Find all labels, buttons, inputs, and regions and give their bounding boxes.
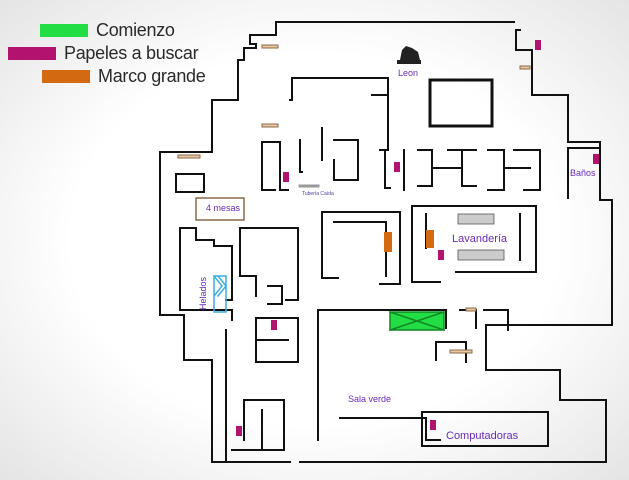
room-label-lavanderia: Lavandería: [452, 233, 508, 245]
legend-item-papeles: Papeles a buscar: [8, 43, 205, 63]
lion-statue-icon: [397, 46, 421, 64]
wall-banos-col: [384, 149, 405, 191]
legend-swatch-orange: [42, 69, 90, 83]
wall-lavanderia: [411, 205, 537, 283]
wall-center-low: [255, 317, 299, 363]
legend-item-marco: Marco grande: [42, 65, 206, 86]
start-zone: [389, 311, 445, 331]
large-frame-marker: [384, 232, 392, 252]
wall-divider: [321, 127, 359, 181]
wall-4mesas: [195, 197, 245, 221]
wall-central-room: [321, 211, 401, 285]
wall-banos: [567, 147, 601, 199]
wall-h-shape-2: [487, 149, 541, 191]
wall-frames: [177, 44, 531, 354]
legend-swatch-magenta: [8, 46, 56, 60]
legend-label: Comienzo: [96, 19, 175, 40]
ice-cream-icon: [212, 274, 227, 313]
room-label-helados: Helados: [198, 276, 208, 310]
wall-room-ne: [428, 78, 494, 128]
wall-small-room: [175, 173, 205, 193]
legend-swatch-green: [40, 23, 88, 37]
wall-room-left: [261, 139, 303, 191]
wall-south-center: [317, 309, 447, 441]
wall-lower-left: [225, 329, 285, 463]
room-label-4-mesas: 4 mesas: [206, 203, 241, 213]
wall-h-shape-1: [417, 149, 477, 187]
legend-item-comienzo: Comienzo: [40, 20, 205, 40]
room-label-banos: Baños: [570, 168, 596, 178]
paper-markers: [236, 40, 599, 436]
room-label-computadoras: Computadoras: [446, 430, 519, 442]
room-label-sala-verde: Sala verde: [348, 394, 392, 404]
legend-label: Marco grande: [98, 65, 206, 86]
washing-machine-icon: [457, 213, 505, 261]
large-frame-marker: [426, 230, 434, 248]
legend-label: Papeles a buscar: [64, 42, 199, 63]
room-label-tuberia: Tubería Caída: [302, 191, 334, 197]
map-legend: Comienzo Papeles a buscar Marco grande: [8, 20, 206, 89]
wall-center-left: [239, 227, 299, 305]
outer-wall: [159, 21, 613, 463]
room-label-leon: Leon: [398, 68, 419, 78]
wall-helados: [179, 227, 233, 321]
wall-computadoras: [421, 411, 549, 447]
